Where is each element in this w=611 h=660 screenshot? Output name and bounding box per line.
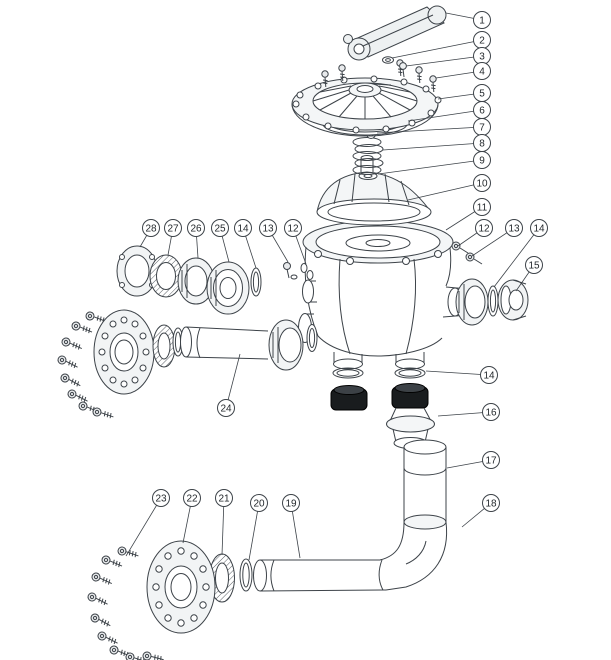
svg-text:4: 4 bbox=[479, 67, 485, 78]
svg-text:7: 7 bbox=[479, 123, 485, 134]
side-pipe-assembly bbox=[56, 309, 318, 420]
callout-14: 14 bbox=[425, 366, 498, 384]
screw-part-13-left bbox=[283, 262, 298, 280]
svg-text:6: 6 bbox=[479, 106, 485, 117]
plug-cap-part-15 bbox=[497, 279, 529, 321]
svg-text:5: 5 bbox=[479, 89, 485, 100]
oring-part-12-left bbox=[300, 263, 314, 280]
coupling-nut-part-26 bbox=[177, 257, 215, 305]
retainer-ring-part-28 bbox=[116, 245, 158, 297]
callout-27: 27 bbox=[164, 219, 182, 256]
svg-text:8: 8 bbox=[479, 139, 485, 150]
gasket-ring-part-27 bbox=[149, 254, 183, 298]
callout-10: 10 bbox=[407, 174, 491, 201]
union-nut-right bbox=[391, 383, 429, 409]
callout-23: 23 bbox=[125, 489, 170, 557]
callout-24: 24 bbox=[217, 353, 241, 417]
horizontal-pipe-part bbox=[253, 559, 387, 592]
screw-part-12-right bbox=[451, 241, 469, 254]
svg-text:12: 12 bbox=[478, 224, 490, 235]
callout-11: 11 bbox=[445, 198, 491, 231]
svg-text:14: 14 bbox=[533, 224, 545, 235]
spring-part bbox=[352, 137, 384, 175]
coupling-part-25 bbox=[206, 261, 250, 315]
svg-text:24: 24 bbox=[220, 404, 232, 415]
svg-text:26: 26 bbox=[190, 224, 202, 235]
callout-25: 25 bbox=[211, 219, 230, 263]
handle-part bbox=[343, 5, 447, 61]
callout-17: 17 bbox=[446, 451, 500, 469]
svg-text:22: 22 bbox=[186, 494, 198, 505]
svg-text:9: 9 bbox=[479, 156, 485, 167]
svg-text:21: 21 bbox=[218, 494, 230, 505]
svg-text:18: 18 bbox=[485, 499, 497, 510]
port-oring-right bbox=[394, 367, 426, 379]
svg-text:19: 19 bbox=[285, 499, 297, 510]
callout-19: 19 bbox=[282, 494, 301, 559]
svg-text:11: 11 bbox=[477, 203, 488, 214]
callout-22: 22 bbox=[182, 489, 201, 544]
svg-text:2: 2 bbox=[479, 36, 485, 47]
cover-lid-part bbox=[291, 75, 442, 137]
svg-text:3: 3 bbox=[479, 52, 485, 63]
svg-text:28: 28 bbox=[145, 224, 157, 235]
callout-6: 6 bbox=[407, 101, 491, 122]
svg-text:1: 1 bbox=[479, 16, 485, 27]
svg-text:20: 20 bbox=[253, 499, 265, 510]
elbow-part bbox=[379, 514, 448, 591]
callout-12: 12 bbox=[284, 219, 307, 265]
svg-text:10: 10 bbox=[476, 179, 488, 190]
svg-text:12: 12 bbox=[287, 224, 299, 235]
union-nut-left bbox=[330, 385, 368, 411]
callout-5: 5 bbox=[437, 84, 491, 102]
flange-part-22 bbox=[146, 540, 216, 634]
callout-13: 13 bbox=[471, 219, 523, 257]
oring-part-20 bbox=[239, 558, 253, 592]
callout-14: 14 bbox=[493, 219, 548, 288]
coupling-nut-right-port bbox=[455, 278, 489, 326]
callout-18: 18 bbox=[461, 494, 500, 528]
vertical-pipe-part bbox=[403, 439, 447, 522]
callout-1: 1 bbox=[445, 11, 491, 29]
callout-14: 14 bbox=[234, 219, 257, 269]
svg-text:27: 27 bbox=[167, 224, 179, 235]
callout-4: 4 bbox=[435, 62, 491, 80]
valve-body-part bbox=[298, 220, 469, 370]
callout-20: 20 bbox=[248, 494, 268, 561]
callout-28: 28 bbox=[139, 219, 160, 248]
svg-text:23: 23 bbox=[155, 494, 167, 505]
callout-8: 8 bbox=[382, 134, 491, 152]
callout-9: 9 bbox=[377, 151, 491, 175]
svg-text:15: 15 bbox=[528, 261, 540, 272]
svg-text:14: 14 bbox=[237, 224, 249, 235]
callout-21: 21 bbox=[215, 489, 233, 556]
svg-text:13: 13 bbox=[262, 224, 274, 235]
svg-text:14: 14 bbox=[483, 371, 495, 382]
svg-text:13: 13 bbox=[508, 224, 520, 235]
callout-15: 15 bbox=[515, 256, 543, 292]
oring-part-14-right bbox=[487, 285, 499, 317]
callout-26: 26 bbox=[187, 219, 205, 259]
callout-12: 12 bbox=[457, 219, 493, 247]
callout-13: 13 bbox=[259, 219, 289, 263]
callout-2: 2 bbox=[391, 31, 491, 59]
screw-part-13-right bbox=[465, 252, 483, 265]
port-oring-left bbox=[332, 367, 364, 379]
handle-washer-part bbox=[382, 56, 394, 64]
svg-text:25: 25 bbox=[214, 224, 226, 235]
svg-text:16: 16 bbox=[485, 408, 497, 419]
gasket-part-21 bbox=[209, 553, 235, 603]
svg-text:17: 17 bbox=[485, 456, 497, 467]
callout-16: 16 bbox=[437, 403, 500, 421]
oring-part-14-left bbox=[250, 267, 262, 297]
